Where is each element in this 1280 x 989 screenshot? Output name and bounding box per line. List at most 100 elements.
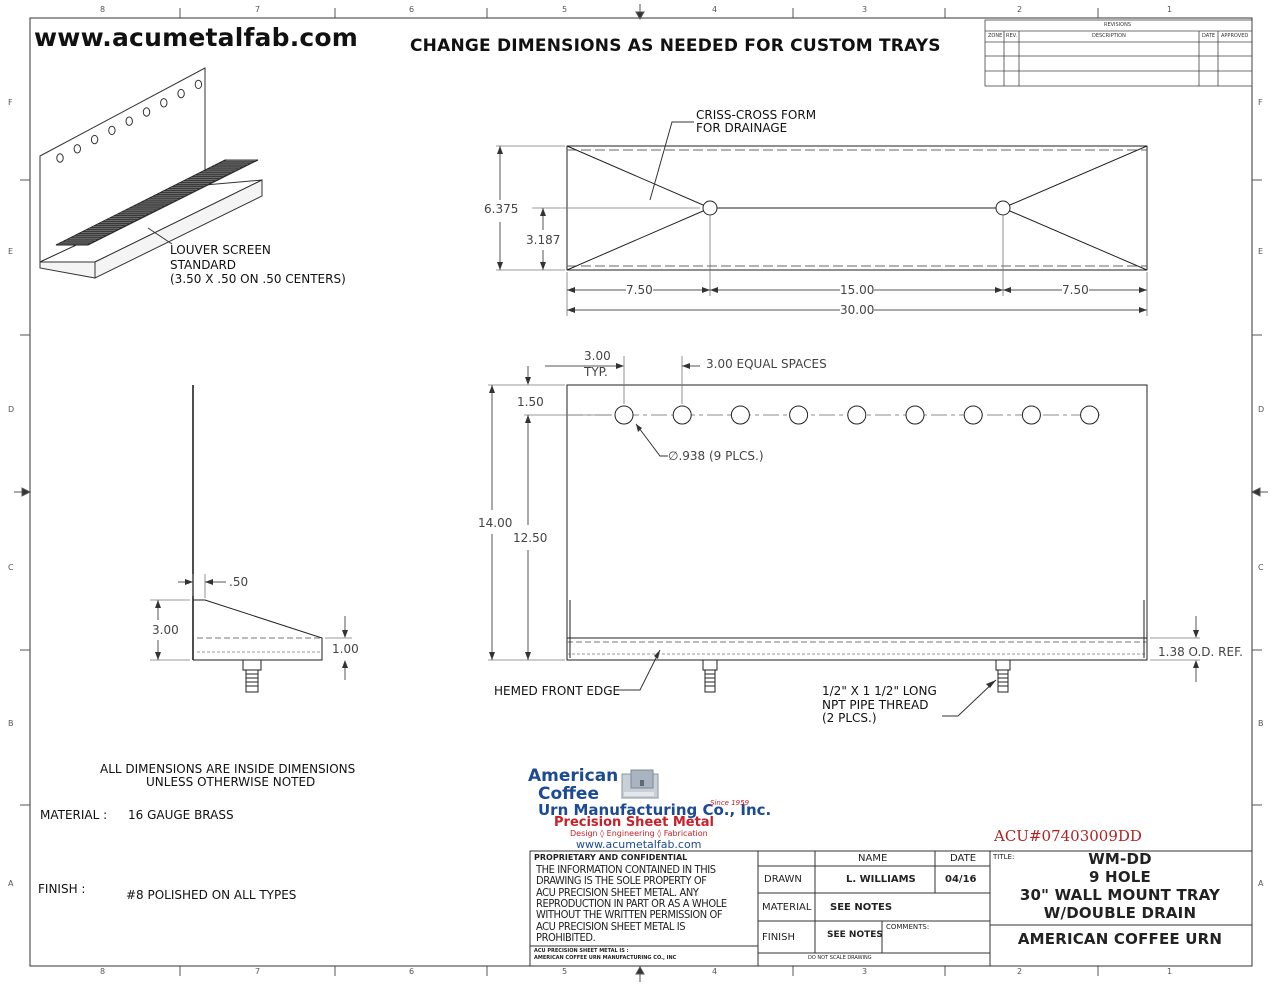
- tb-title-line-3: 30" WALL MOUNT TRAY: [1019, 886, 1221, 904]
- zone-col-top-2: 6: [409, 5, 415, 14]
- criss-cross-callout-1: CRISS-CROSS FORM: [696, 108, 817, 122]
- thread-callout-1: 1/2" X 1 1/2" LONG: [822, 684, 937, 698]
- front-hole-6: [905, 405, 925, 425]
- zone-row-right-4: B: [1258, 719, 1264, 728]
- do-not-scale: DO NOT SCALE DRAWING: [808, 955, 872, 961]
- zone-row-right-3: C: [1258, 563, 1264, 572]
- proprietary-title: PROPRIETARY AND CONFIDENTIAL: [534, 853, 688, 862]
- dim-middle: 15.00: [840, 283, 875, 297]
- rev-col-rev: REV.: [1006, 33, 1017, 39]
- zone-ticks: [14, 4, 1268, 982]
- tb-title-line-4: W/DOUBLE DRAIN: [1043, 904, 1197, 922]
- revision-block-lines: [984, 19, 1253, 87]
- tb-title-label: TITLE:: [993, 853, 1015, 861]
- side-view: [150, 385, 352, 693]
- zone-col-bottom-3: 5: [562, 967, 568, 976]
- rev-col-description: DESCRIPTION: [1092, 33, 1126, 39]
- front-hole-2: [672, 405, 692, 425]
- front-hole-5: [847, 405, 867, 425]
- date-header: DATE: [950, 853, 977, 864]
- zone-row-left-0: F: [8, 98, 13, 107]
- website-heading: www.acumetalfab.com: [34, 23, 359, 52]
- louver-callout-3: (3.50 X .50 ON .50 CENTERS): [170, 272, 346, 286]
- top-view: [496, 121, 1148, 316]
- iso-hole-1: [56, 153, 64, 163]
- proprietary-line-4: WITHOUT THE WRITTEN PERMISSION OF: [536, 908, 723, 922]
- dim-od-ref: 1.38 O.D. REF.: [1158, 645, 1243, 659]
- front-view-arrows: [489, 363, 1199, 688]
- iso-hole-4: [108, 125, 116, 136]
- drawn-label: DRAWN: [764, 874, 802, 885]
- zone-col-bottom-6: 2: [1017, 967, 1023, 976]
- iso-hole-6: [142, 107, 151, 117]
- zone-col-top-1: 7: [255, 5, 261, 14]
- logo-tagline: Design ◊ Engineering ◊ Fabrication: [570, 829, 708, 838]
- dim-right: 7.50: [1062, 283, 1089, 297]
- logo-graphic: [621, 769, 659, 799]
- rev-col-approved: APPROVED: [1221, 33, 1249, 39]
- zone-row-left-3: C: [8, 563, 14, 572]
- front-hole-7: [963, 405, 983, 425]
- logo-psm: Precision Sheet Metal: [554, 815, 715, 830]
- dim-depth: 6.375: [484, 202, 519, 216]
- zone-row-right-0: F: [1258, 98, 1263, 107]
- tb-finish-value: SEE NOTES: [827, 930, 883, 940]
- tb-material-value: SEE NOTES: [830, 902, 893, 913]
- front-hole-9: [1080, 405, 1100, 425]
- louver-callout-1: LOUVER SCREEN: [170, 243, 271, 257]
- zone-col-bottom-2: 6: [409, 967, 415, 976]
- iso-hole-2: [73, 144, 82, 154]
- dim-half-depth: 3.187: [526, 233, 561, 247]
- zone-row-right-1: E: [1258, 247, 1264, 256]
- tb-title-line-2: 9 HOLE: [1089, 868, 1151, 886]
- zone-col-top-7: 1: [1167, 5, 1173, 14]
- dim-top-offset: 1.50: [517, 395, 544, 409]
- dim-spacing: 3.00: [584, 349, 611, 363]
- custom-trays-heading: CHANGE DIMENSIONS AS NEEDED FOR CUSTOM T…: [410, 36, 941, 56]
- rev-col-date: DATE: [1202, 33, 1216, 39]
- logo-line-coffee: Coffee: [538, 784, 599, 804]
- criss-cross-callout-2: FOR DRAINAGE: [696, 121, 788, 135]
- side-view-arrows: [155, 579, 348, 668]
- rev-col-zone: ZONE: [988, 33, 1003, 39]
- zone-row-left-2: D: [8, 405, 15, 414]
- iso-hole-5: [125, 116, 133, 126]
- proprietary-line-3: REPRODUCTION IN PART OR AS A WHOLE: [536, 896, 727, 910]
- proprietary-line-0: THE INFORMATION CONTAINED IN THIS: [536, 863, 716, 876]
- front-hole-3: [730, 405, 750, 425]
- title-block-lines: [529, 850, 1253, 967]
- zone-row-right-5: A: [1258, 879, 1264, 888]
- zone-col-bottom-0: 8: [100, 967, 106, 976]
- finish-value: #8 POLISHED ON ALL TYPES: [126, 888, 297, 902]
- drawn-date: 04/16: [945, 874, 977, 885]
- dim-hole-height: 12.50: [513, 531, 548, 545]
- zone-row-left-4: B: [8, 719, 14, 728]
- zone-col-top-6: 2: [1017, 5, 1023, 14]
- name-header: NAME: [858, 853, 888, 864]
- logo-line-urn: Urn Manufacturing Co., Inc.: [538, 801, 772, 819]
- zone-col-bottom-5: 3: [862, 967, 868, 976]
- top-view-arrows: [497, 146, 1147, 313]
- logo-url: www.acumetalfab.com: [576, 838, 702, 851]
- logo-line-american: American: [528, 766, 619, 786]
- iso-hole-9: [194, 79, 203, 90]
- inside-note-2: UNLESS OTHERWISE NOTED: [146, 775, 316, 789]
- dim-left: 7.50: [626, 283, 653, 297]
- dim-typ: TYP.: [584, 365, 608, 379]
- tb-material-label: MATERIAL: [762, 902, 812, 913]
- proprietary-footer-2: AMERICAN COFFEE URN MANUFACTURING CO., I…: [534, 955, 677, 961]
- isometric-view: [39, 67, 263, 279]
- zone-col-top-4: 4: [712, 5, 718, 14]
- thread-callout-3: (2 PLCS.): [822, 711, 877, 725]
- logo-since: Since 1959: [710, 799, 750, 807]
- proprietary-line-6: PROHIBITED.: [536, 930, 596, 944]
- revisions-title: REVISIONS: [1104, 22, 1132, 28]
- dim-lip: 1.00: [332, 642, 359, 656]
- material-label: MATERIAL :: [40, 808, 108, 822]
- part-number: ACU#07403009DD: [994, 827, 1142, 845]
- finish-label: FINISH :: [38, 882, 86, 896]
- zone-col-top-3: 5: [562, 5, 568, 14]
- louver-callout-2: STANDARD: [170, 258, 237, 272]
- iso-hole-3: [90, 134, 99, 145]
- dim-equal-spaces: 3.00 EQUAL SPACES: [706, 357, 827, 371]
